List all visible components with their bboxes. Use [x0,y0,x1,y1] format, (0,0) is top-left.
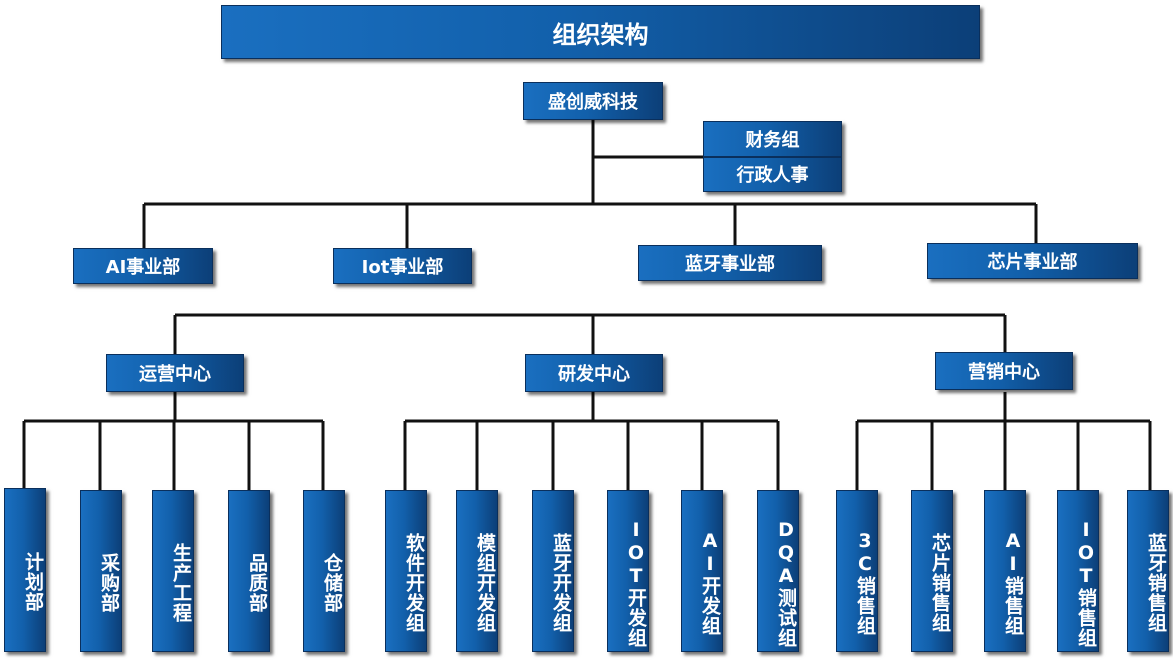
team-ai-sales: AI销售组 [984,490,1026,652]
page-title: 组织架构 [221,5,980,59]
division-iot: Iot事业部 [333,248,472,284]
team-bluetooth-dev: 蓝牙开发组 [532,490,574,652]
team-bluetooth-sales: 蓝牙销售组 [1127,490,1169,652]
team-iot-dev: IOT开发组 [607,490,649,652]
division-chip: 芯片事业部 [927,243,1138,279]
team-planning: 计划部 [4,488,46,652]
team-procurement: 采购部 [80,490,122,652]
team-quality: 品质部 [228,490,270,652]
team-3c-sales: 3C销售组 [836,490,878,652]
support-group-admin-hr: 行政人事 [736,164,809,186]
team-dqa-test: DQA测试组 [757,490,799,652]
company-node: 盛创威科技 [523,82,663,120]
team-iot-sales: IOT销售组 [1057,490,1099,652]
team-software-dev: 软件开发组 [385,490,427,652]
team-production-engineering: 生产工程 [152,490,194,652]
center-operations: 运营中心 [106,354,244,392]
division-ai: AI事业部 [73,248,213,284]
divider [704,155,841,158]
support-group-stack: 财务组 行政人事 [703,121,842,192]
support-group-finance: 财务组 [745,130,800,152]
center-rnd: 研发中心 [525,354,663,392]
team-ai-dev: AI开发组 [681,490,723,652]
team-warehouse: 仓储部 [303,490,345,652]
team-chip-sales: 芯片销售组 [911,490,953,652]
division-bluetooth: 蓝牙事业部 [638,245,822,281]
team-module-dev: 模组开发组 [456,490,498,652]
center-marketing: 营销中心 [935,352,1073,390]
